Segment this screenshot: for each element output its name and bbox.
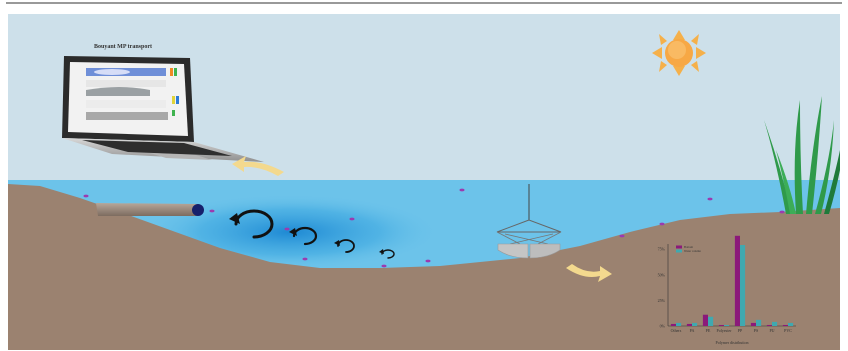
chart-y-tick-label: 25% xyxy=(658,298,666,303)
chart-x-tick-label: PS xyxy=(754,328,758,333)
pipe-opening xyxy=(192,204,204,216)
chart-bar xyxy=(772,322,777,326)
chart-y-tick-label: 50% xyxy=(658,272,666,277)
chart-x-tick-label: Others xyxy=(671,328,682,333)
particle xyxy=(350,218,355,221)
chart-x-tick-label: PU xyxy=(769,328,774,333)
chart-legend-swatch xyxy=(676,246,682,249)
chart-x-tick-label: Polyester xyxy=(717,328,733,333)
chart-x-ticks: Others PA PE Polyester PP PS PU PVC xyxy=(671,328,793,333)
particle xyxy=(660,223,665,226)
particle xyxy=(460,189,465,192)
chart-bar xyxy=(783,325,788,326)
chart-bar xyxy=(751,323,756,326)
particle xyxy=(708,198,713,201)
chart-y-tick-label: 0% xyxy=(660,324,666,329)
chart-x-tick-label: PA xyxy=(690,328,695,333)
particle xyxy=(620,235,625,238)
chart-x-tick-label: PP xyxy=(738,328,743,333)
chart-bar xyxy=(687,324,692,326)
chart-x-axis-title: Polymer distribution xyxy=(716,340,749,345)
laptop-screen-title: Bouyant MP transport xyxy=(94,44,152,50)
particle xyxy=(84,195,89,198)
chart-bar xyxy=(788,323,793,326)
particle xyxy=(285,228,290,231)
chart-bar xyxy=(740,245,745,326)
particle xyxy=(780,211,785,214)
chart-y-tick-label: 75% xyxy=(658,247,666,252)
particle xyxy=(303,258,308,261)
chart-bar xyxy=(767,325,772,326)
chart-bar xyxy=(671,324,676,326)
chart-bar xyxy=(703,315,708,326)
chart-bar xyxy=(692,323,697,326)
particle xyxy=(382,265,387,268)
sun-icon xyxy=(652,30,706,76)
chart-legend-label: Water column xyxy=(684,249,701,253)
chart-x-tick-label: PE xyxy=(706,328,711,333)
chart-bar xyxy=(708,317,713,326)
chart-bar xyxy=(719,325,724,326)
outfall-pipe xyxy=(96,203,204,216)
chart-bar xyxy=(724,325,729,326)
chart-x-tick-label: PVC xyxy=(784,328,792,333)
chart-legend-swatch xyxy=(676,250,682,253)
particle xyxy=(426,260,431,263)
chart-bar xyxy=(756,320,761,326)
chart-bar xyxy=(676,323,681,326)
chart-bar xyxy=(735,236,740,326)
particle xyxy=(210,210,215,213)
